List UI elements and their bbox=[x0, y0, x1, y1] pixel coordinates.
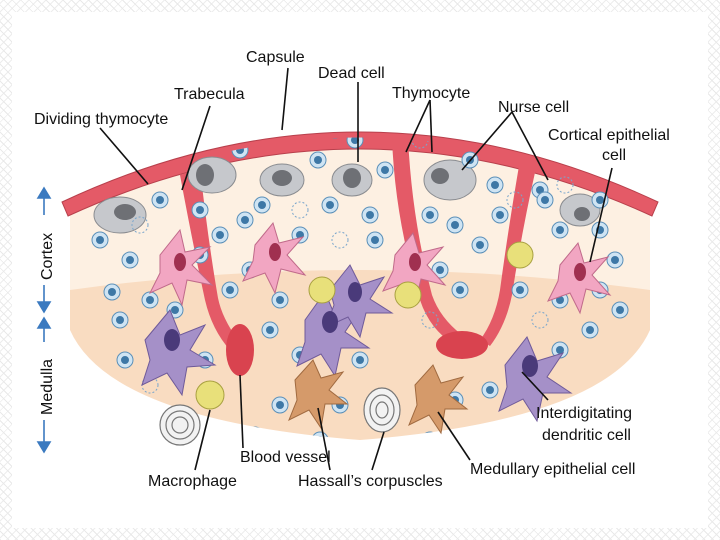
thymocyte-nucleus bbox=[496, 211, 504, 219]
thymocyte-nucleus bbox=[316, 436, 324, 440]
thymocyte bbox=[246, 426, 264, 440]
thymocyte-nucleus bbox=[586, 326, 594, 334]
medullary-epithelial-cells bbox=[288, 359, 469, 435]
thymocyte-nucleus bbox=[381, 166, 389, 174]
thymocyte-nucleus bbox=[266, 326, 274, 334]
capsule-band bbox=[61, 131, 659, 217]
thymocyte bbox=[506, 191, 524, 209]
trabecula-middle bbox=[392, 138, 462, 345]
thymocyte-nucleus bbox=[541, 196, 549, 204]
hassalls-corpuscles bbox=[159, 387, 401, 446]
thymocyte-nucleus bbox=[436, 266, 444, 274]
thymocyte-nucleus bbox=[426, 436, 434, 440]
epithelial-nuclei bbox=[174, 243, 586, 281]
thymocyte-nucleus bbox=[351, 137, 359, 144]
thymocyte bbox=[131, 216, 149, 234]
label-interdigitating: Interdigitating bbox=[536, 405, 632, 422]
thymocyte-nucleus bbox=[596, 196, 604, 204]
label-medullary-epithelial: Medullary epithelial cell bbox=[470, 461, 635, 478]
label-hassalls-corpuscles: Hassall’s corpuscles bbox=[298, 473, 443, 490]
nurse-cells bbox=[93, 156, 601, 234]
thymocyte-nucleus bbox=[556, 226, 564, 234]
thymocyte-nucleus bbox=[556, 296, 564, 304]
thymocyte-nucleus bbox=[146, 296, 154, 304]
thymocyte-nucleus bbox=[371, 236, 379, 244]
thymocyte-nucleus bbox=[108, 288, 116, 296]
thymocyte-nucleus bbox=[241, 216, 249, 224]
dendritic-cells bbox=[141, 264, 573, 423]
thymocyte-nucleus bbox=[96, 236, 104, 244]
thymocyte-nucleus bbox=[476, 241, 484, 249]
thymocyte-nucleus bbox=[616, 306, 624, 314]
thymocyte bbox=[531, 311, 549, 329]
thymocyte-nucleus bbox=[611, 256, 619, 264]
thymocyte bbox=[556, 176, 574, 194]
label-macrophage: Macrophage bbox=[148, 473, 237, 490]
thymocyte-nucleus bbox=[314, 156, 322, 164]
label-cortical-epithelial-cell: cell bbox=[602, 147, 626, 164]
thymocyte-nucleus bbox=[156, 196, 164, 204]
dendritic-nuclei bbox=[164, 282, 538, 377]
label-blood-vessel: Blood vessel bbox=[240, 449, 331, 466]
thymocyte-nucleus bbox=[326, 201, 334, 209]
thymocyte-nucleus bbox=[556, 346, 564, 354]
thymocyte-nucleus bbox=[196, 206, 204, 214]
thymocyte-nucleus bbox=[226, 286, 234, 294]
thymocyte-nucleus bbox=[116, 316, 124, 324]
thymocyte-nucleus bbox=[216, 231, 224, 239]
blood-vessel-left bbox=[226, 324, 254, 376]
thymocyte-nucleus bbox=[258, 201, 266, 209]
thymocyte-nucleus bbox=[491, 181, 499, 189]
thymocyte-nucleus bbox=[456, 286, 464, 294]
zone-arrows bbox=[36, 186, 52, 454]
thymocyte-nucleus bbox=[356, 356, 364, 364]
thymocyte bbox=[291, 201, 309, 219]
thymocyte bbox=[331, 231, 349, 249]
thymocyte-nucleus bbox=[126, 256, 134, 264]
thymocyte-nucleus bbox=[536, 186, 544, 194]
leader-lines bbox=[99, 67, 613, 471]
label-trabecula: Trabecula bbox=[174, 86, 245, 103]
label-cortical-epithelial: Cortical epithelial bbox=[548, 127, 670, 144]
thymocyte-nucleus bbox=[426, 211, 434, 219]
thymocyte-nucleus bbox=[276, 296, 284, 304]
label-cortex: Cortex bbox=[39, 233, 56, 280]
thymocyte bbox=[421, 431, 439, 440]
label-dividing-thymocyte: Dividing thymocyte bbox=[34, 111, 168, 128]
thymocyte-nucleus bbox=[171, 306, 179, 314]
thymocyte bbox=[421, 311, 439, 329]
thymocyte-nucleus bbox=[276, 401, 284, 409]
label-medulla: Medulla bbox=[39, 359, 56, 415]
thymocyte-nucleus bbox=[251, 431, 259, 439]
thymocyte-nucleus bbox=[451, 221, 459, 229]
thymocyte-nucleus bbox=[366, 211, 374, 219]
label-nurse-cell: Nurse cell bbox=[498, 99, 569, 116]
label-thymocyte: Thymocyte bbox=[392, 85, 470, 102]
label-dendritic-cell: dendritic cell bbox=[542, 427, 631, 444]
thymocyte-nucleus bbox=[516, 286, 524, 294]
thymocyte-nucleus bbox=[121, 356, 129, 364]
macrophages bbox=[195, 241, 534, 410]
label-capsule: Capsule bbox=[246, 49, 305, 66]
thymocyte-nucleus bbox=[486, 386, 494, 394]
blood-vessel-right bbox=[436, 331, 488, 359]
label-dead-cell: Dead cell bbox=[318, 65, 385, 82]
